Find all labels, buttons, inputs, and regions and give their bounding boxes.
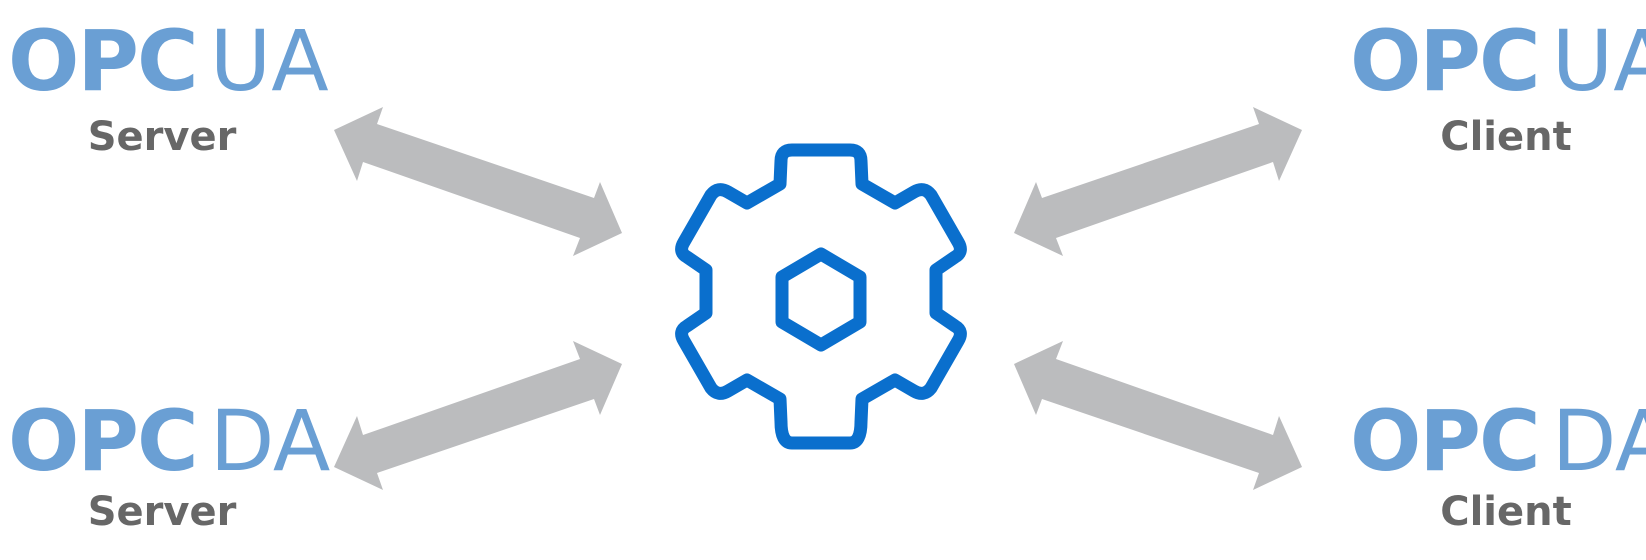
role-label: Server: [88, 489, 237, 535]
connection-arrows: [334, 107, 1302, 490]
opc-logo: OPC DA: [8, 392, 330, 490]
node-opc-ua-server: OPC UA Server: [8, 12, 329, 160]
opc-logo: OPC UA: [1350, 12, 1646, 110]
brand-text: OPC: [1350, 392, 1539, 490]
node-opc-da-client: OPC DA Client: [1350, 392, 1646, 535]
node-opc-da-server: OPC DA Server: [8, 392, 330, 535]
arrow-bottom-right: [1014, 341, 1302, 490]
gear-outline: [675, 143, 967, 450]
gear-icon: [675, 143, 967, 450]
protocol-text: DA: [1552, 392, 1646, 490]
brand-text: OPC: [8, 12, 197, 110]
node-opc-ua-client: OPC UA Client: [1350, 12, 1646, 160]
opc-logo: OPC UA: [8, 12, 329, 110]
role-label: Server: [88, 114, 237, 160]
arrow-top-right: [1014, 107, 1302, 256]
role-label: Client: [1440, 114, 1572, 160]
arrow-bottom-left: [334, 341, 622, 490]
opc-logo: OPC DA: [1350, 392, 1646, 490]
brand-text: OPC: [8, 392, 197, 490]
gear-hexagon: [775, 247, 867, 352]
brand-text: OPC: [1350, 12, 1539, 110]
role-label: Client: [1440, 489, 1572, 535]
protocol-text: UA: [210, 12, 329, 110]
arrow-top-left: [334, 107, 622, 256]
protocol-text: DA: [210, 392, 331, 490]
protocol-text: UA: [1552, 12, 1646, 110]
